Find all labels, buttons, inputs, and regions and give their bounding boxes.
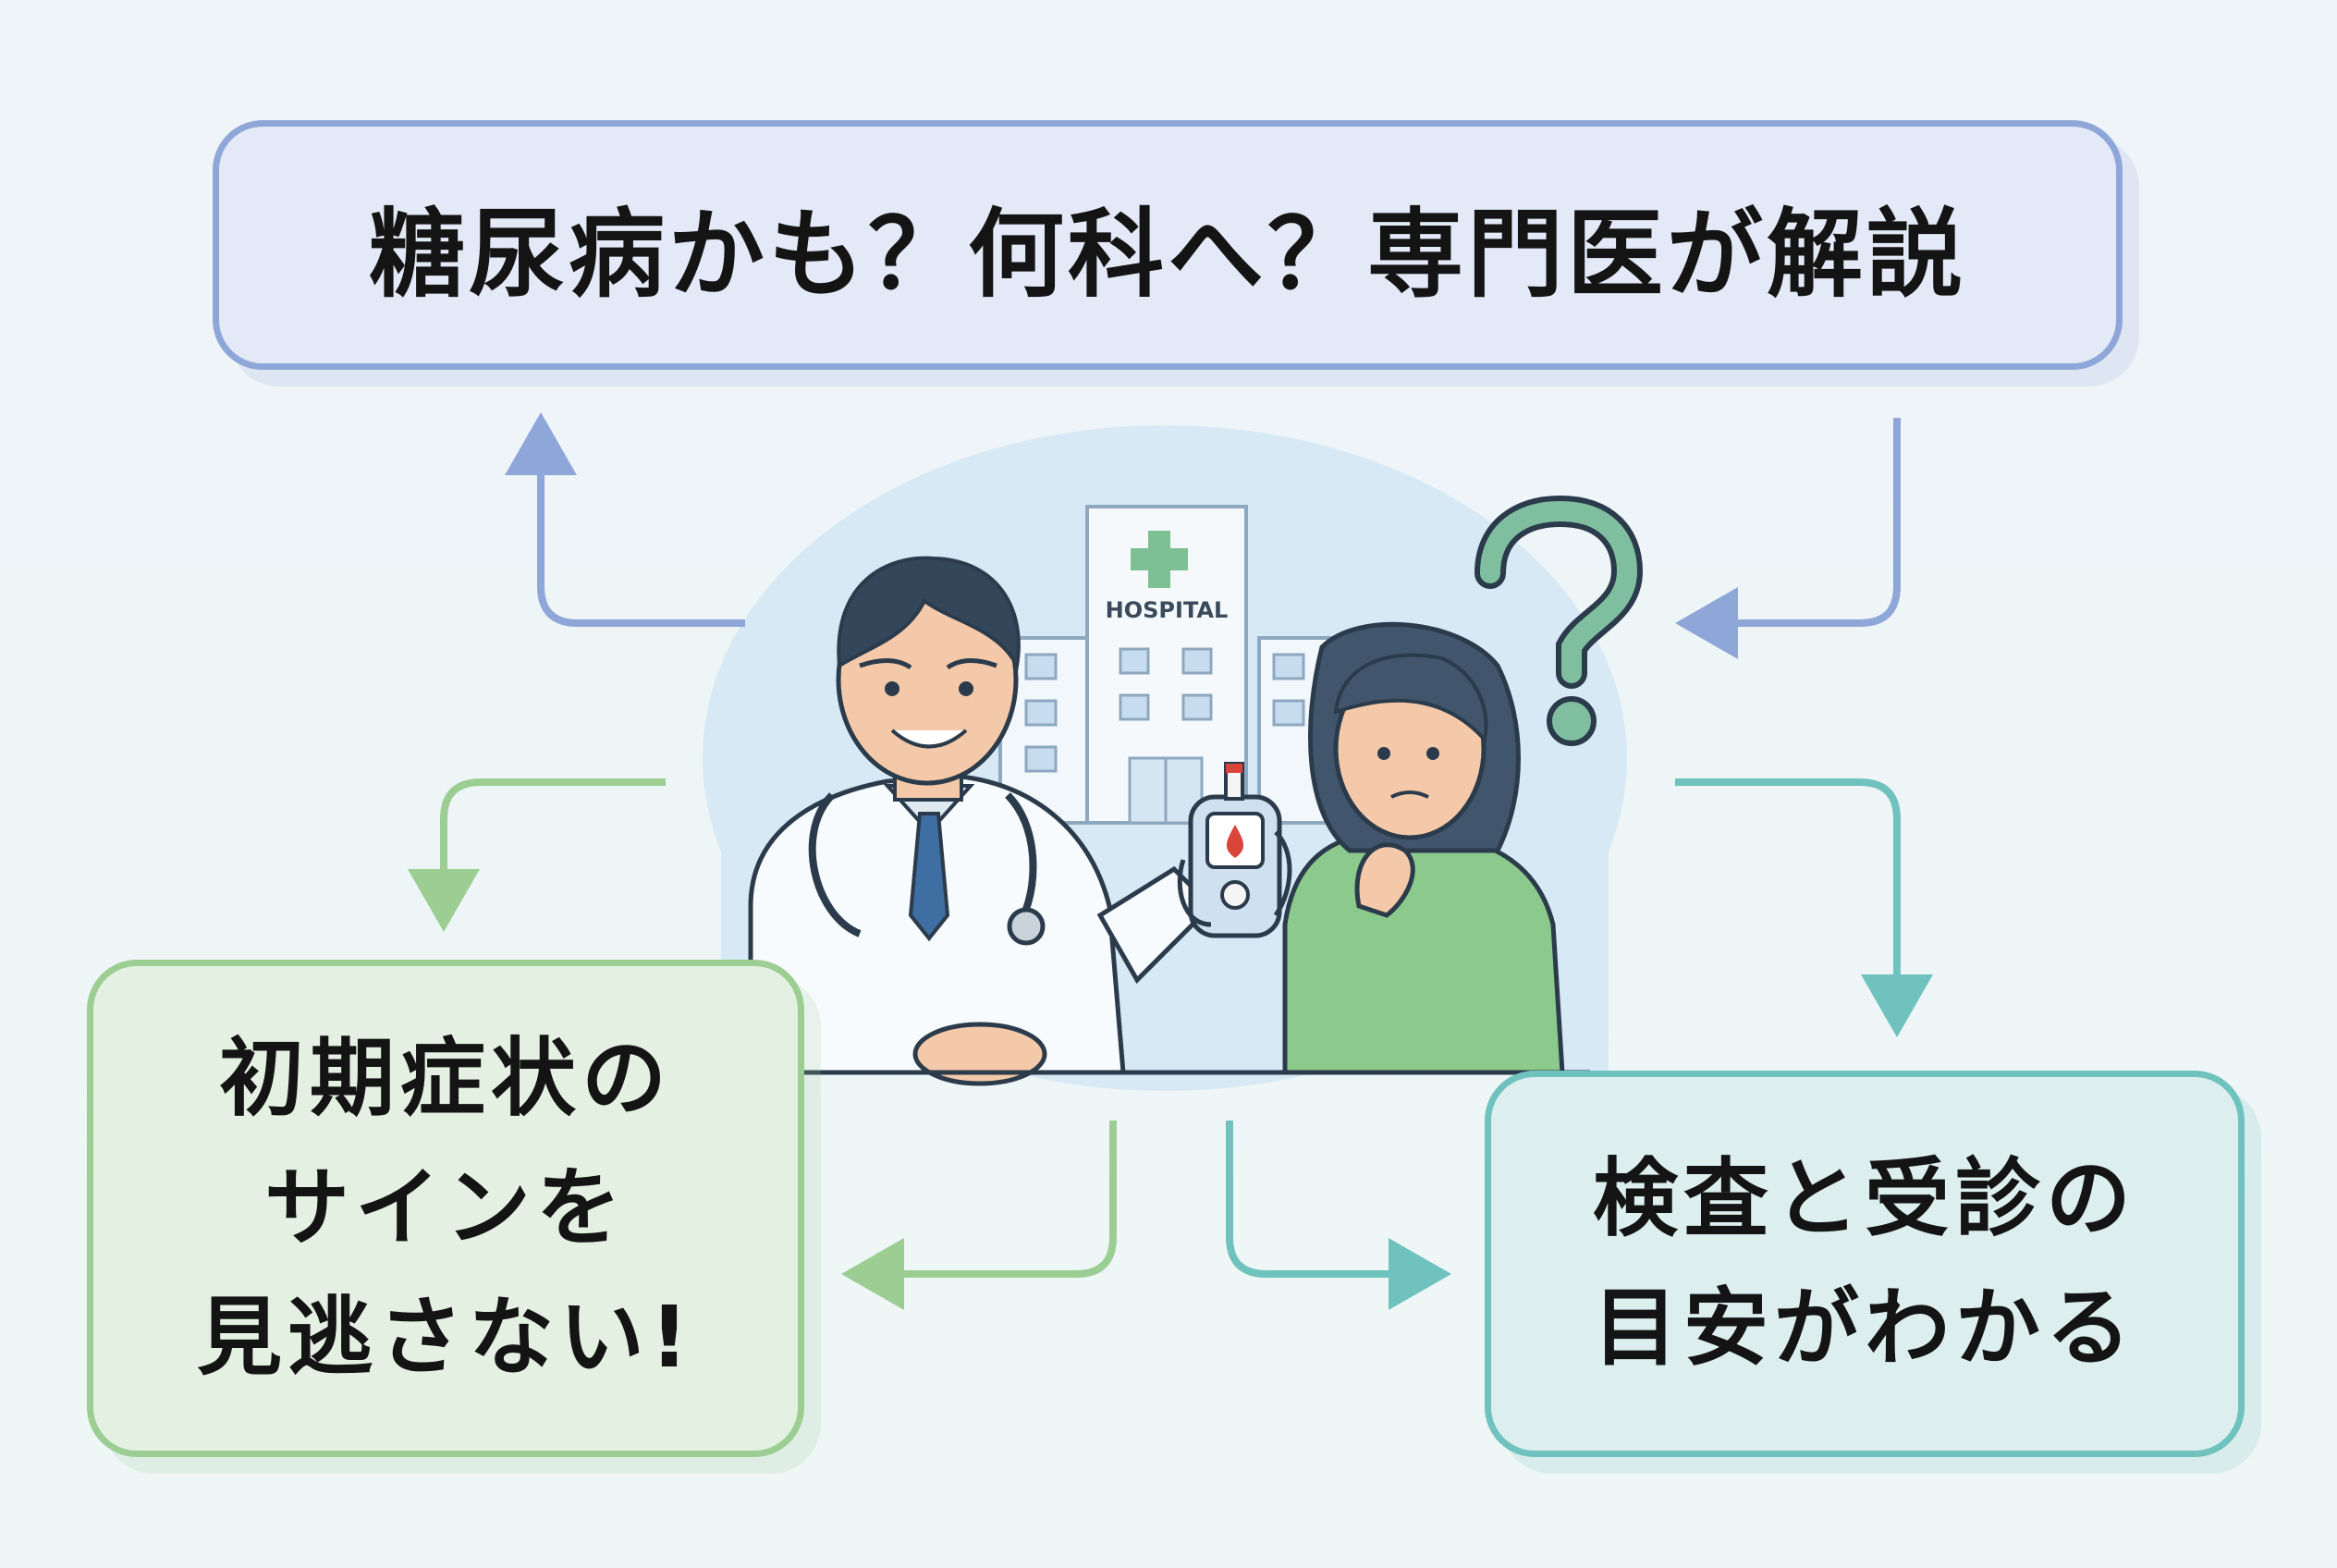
page-title: 糖尿病かも？何科へ？専門医が解説 <box>368 197 1966 311</box>
left-box-line-2: サインを <box>263 1158 627 1257</box>
hospital-sign: HOSPITAL <box>1106 597 1229 623</box>
arrow-to-title <box>505 412 745 627</box>
left-box-line-1: 初期症状の <box>218 1029 672 1128</box>
patient-figure <box>1282 621 1565 1075</box>
right-box-line-1: 検査と受診の <box>1592 1149 2136 1248</box>
arrow-to-left-box <box>408 778 666 932</box>
early-symptoms-box: 初期症状の サインを 見逃さない! <box>87 960 804 1457</box>
arrow-from-title <box>1675 418 1901 659</box>
question-mark-icon <box>1474 495 1644 746</box>
doctor-figure <box>748 556 1215 1086</box>
hospital-cross-icon <box>1131 531 1188 588</box>
tie <box>908 812 950 942</box>
title-box: 糖尿病かも？何科へ？専門医が解説 <box>213 120 2123 370</box>
arrow-to-right-box <box>1675 778 1933 1037</box>
left-box-line-3: 見逃さない! <box>197 1288 694 1387</box>
arrow-bottom-left <box>841 1121 1117 1310</box>
test-guidance-box: 検査と受診の 目安がわかる <box>1485 1071 2245 1457</box>
glucometer-icon <box>1177 762 1292 938</box>
right-box-line-2: 目安がわかる <box>1592 1279 2136 1378</box>
arrow-bottom-right <box>1226 1121 1451 1310</box>
